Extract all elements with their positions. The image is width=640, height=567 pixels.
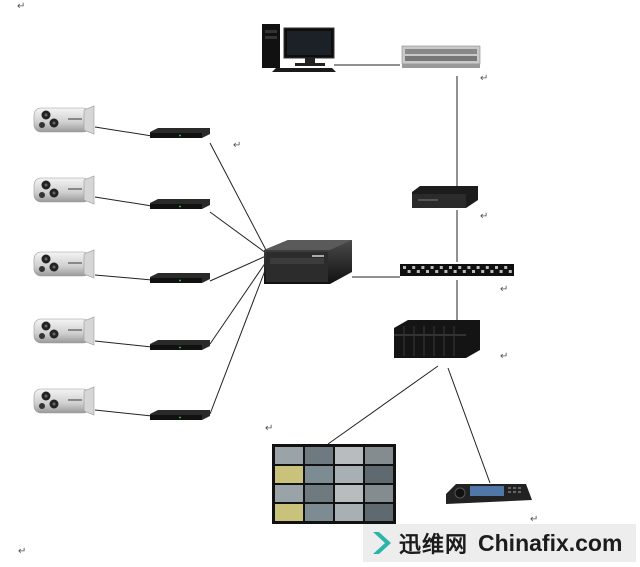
- camera-2: [33, 175, 95, 205]
- watermark: 迅维网 Chinafix.com: [363, 524, 636, 562]
- paragraph-mark: ↵: [500, 284, 509, 295]
- connection-lines: [94, 64, 491, 484]
- paragraph-mark: ↵: [480, 211, 489, 222]
- encoder-3: [150, 273, 210, 283]
- watermark-cn-text: 迅维网: [399, 533, 469, 558]
- network-video-recorder: [412, 186, 478, 208]
- camera-3: [33, 249, 95, 279]
- encoder-2: [150, 199, 210, 209]
- camera-1: [33, 105, 95, 135]
- patch-panel: [400, 264, 514, 276]
- paragraph-mark: ↵: [530, 514, 539, 525]
- camera-5: [33, 386, 95, 416]
- paragraph-mark: ↵: [480, 73, 489, 84]
- chevron-logo-icon: [373, 532, 391, 554]
- encoder-4: [150, 340, 210, 350]
- watermark-en-text: Chinafix.com: [478, 529, 623, 556]
- computer-workstation: [262, 24, 336, 72]
- video-matrix-switch: [264, 240, 352, 284]
- video-wall-monitor: [272, 444, 396, 524]
- paragraph-mark: ↵: [17, 1, 26, 12]
- network-switch: [401, 45, 481, 68]
- encoder-1: [150, 128, 210, 138]
- ptz-control-keyboard: [446, 484, 532, 504]
- paragraph-mark: ↵: [265, 423, 274, 434]
- encoder-5: [150, 410, 210, 420]
- camera-4: [33, 316, 95, 346]
- paragraph-mark: ↵: [233, 140, 242, 151]
- storage-server-rack: [394, 320, 480, 358]
- paragraph-mark: ↵: [18, 546, 27, 557]
- paragraph-mark: ↵: [500, 351, 509, 362]
